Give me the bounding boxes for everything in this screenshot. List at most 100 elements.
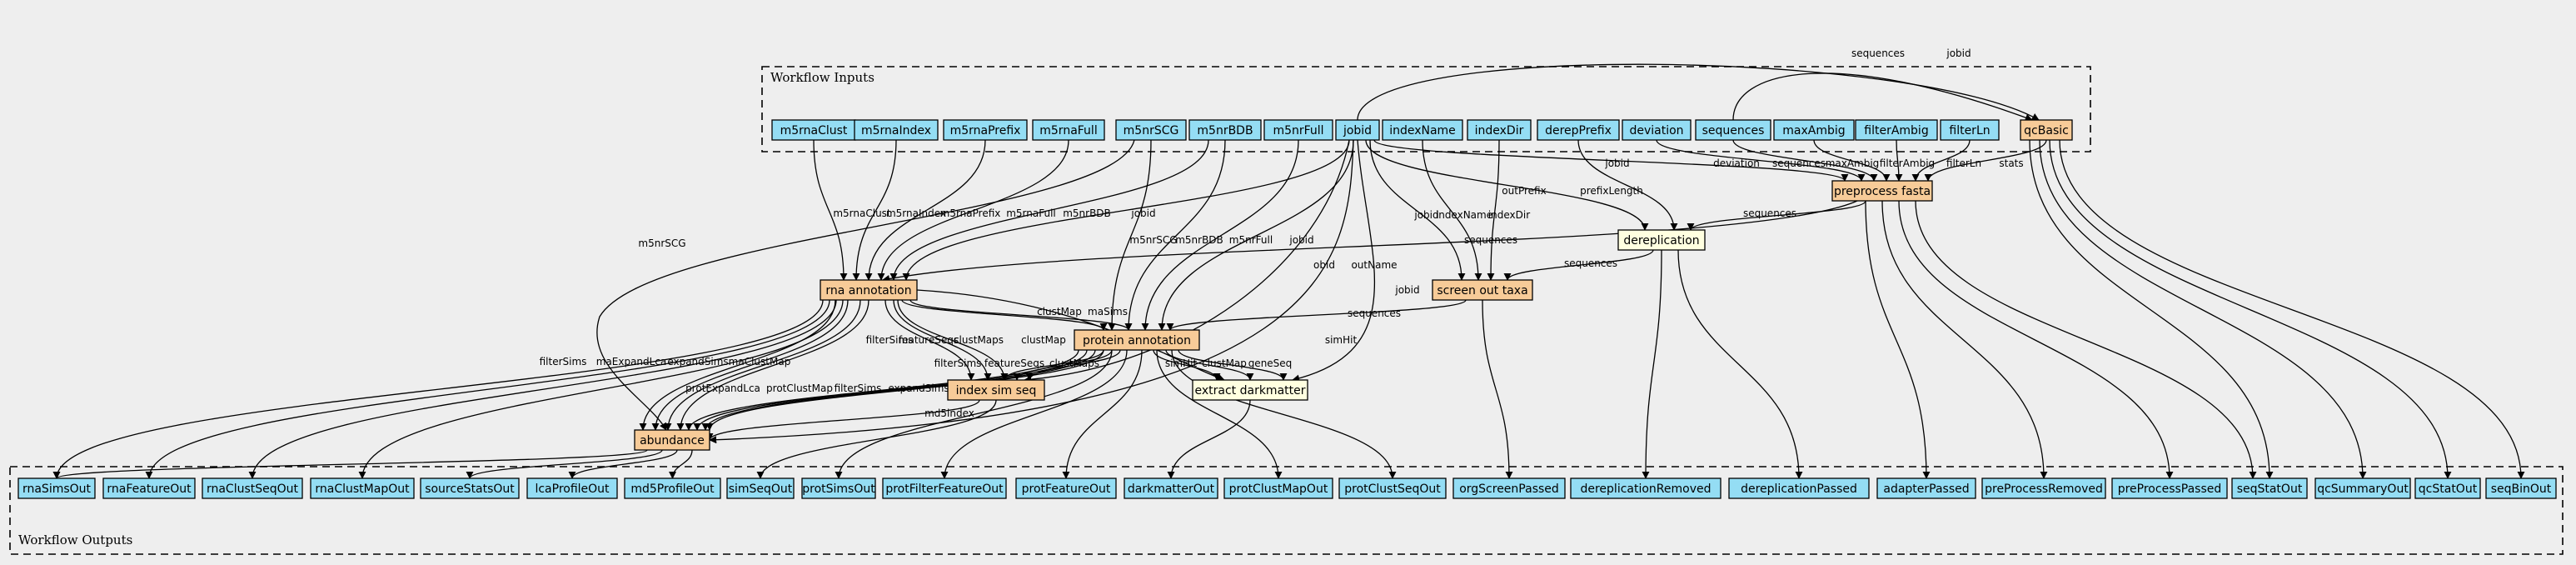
edge-label-rna-sequences: sequences (1464, 234, 1517, 246)
edge-label-prot-m5nrscg: m5nrSCG (1129, 234, 1177, 246)
node-label: m5rnaClust (780, 124, 848, 138)
edge-label-prot-m5nrbdb: m5nrBDB (1175, 234, 1223, 246)
node-box (1622, 119, 1692, 141)
edge-label-rna-featureseqs: featureSeqs (899, 334, 959, 346)
node-box (624, 478, 721, 499)
edge-st_screen-st_protein (1166, 299, 1467, 331)
node-box (1467, 119, 1532, 141)
node-box (1124, 478, 1218, 499)
node-label: deviation (1629, 124, 1683, 138)
edge-st_protein-out_protSimsOut (835, 349, 1113, 479)
edge-in_jobid-st_dereplication (1365, 139, 1649, 231)
node-in-filterln: filterLn (1940, 119, 2000, 141)
node-in-derepprefix: derepPrefix (1537, 119, 1620, 141)
edge-label-rna-m5rnaprefix: m5rnaPrefix (940, 208, 1001, 219)
node-box (1015, 478, 1117, 499)
edge-st_rna-st_indexsim (893, 299, 992, 381)
node-label: lcaProfileOut (535, 482, 610, 496)
edge-in_jobid-st_preprocess (1373, 139, 1849, 182)
node-out-seqstatout: seqStatOut (2231, 478, 2308, 499)
edge-label-ab-protexpandlca: protExpandLca (685, 382, 760, 394)
node-label: preProcessRemoved (1985, 482, 2103, 496)
node-box (1728, 478, 1870, 499)
node-box (420, 478, 520, 499)
edge-label-pre-deviation: deviation (1713, 158, 1760, 169)
edge-in_jobid-st_protein (1158, 139, 1354, 331)
edge-st_abundance-out_lcaProfileOut (568, 449, 678, 479)
edge-label-ab-protclustmap: protClustMap (766, 382, 833, 394)
node-label: darkmatterOut (1128, 482, 1215, 496)
node-out-adapterpassed: adapterPassed (1876, 478, 1976, 499)
node-label: qcStatOut (2419, 482, 2478, 496)
edge-label-prot-sequences: sequences (1348, 308, 1401, 319)
edge-label-rna-m5nrbdb: m5nrBDB (1063, 208, 1111, 219)
node-box (202, 478, 303, 499)
edges (52, 63, 2525, 479)
edge-st_qcBasic-out_qcSummaryOut (2039, 139, 2367, 479)
node-label: m5rnaIndex (861, 124, 931, 138)
edge-in_m5rnaFull-st_rna (877, 139, 1069, 281)
node-label: protClustSeqOut (1344, 482, 1441, 496)
node-in-jobid: jobid (1335, 119, 1380, 141)
node-box (1115, 119, 1187, 141)
node-in-m5nrbdb: m5nrBDB (1188, 119, 1262, 141)
node-in-filterambig: filterAmbig (1855, 119, 1938, 141)
node-box (1032, 119, 1105, 141)
node-box (1223, 478, 1333, 499)
node-label: jobid (1343, 124, 1372, 138)
node-in-deviation: deviation (1622, 119, 1692, 141)
node-box (1188, 119, 1262, 141)
edge-st_protein-st_darkmatter (1178, 349, 1288, 381)
node-label: indexName (1389, 124, 1456, 138)
node-label: extract darkmatter (1194, 384, 1305, 398)
node-box (1432, 279, 1533, 301)
node-label: rnaFeatureOut (107, 482, 192, 496)
node-in-m5rnaindex: m5rnaIndex (854, 119, 939, 141)
edge-st_rna-st_protein (909, 299, 1133, 331)
workflow-inputs-cluster: Workflow Inputs (761, 66, 2091, 152)
node-out-orgscreenpassed: orgScreenPassed (1452, 478, 1566, 499)
edge-st_protein-out_protClustSeqOut (1171, 349, 1397, 479)
node-out-darkmatterout: darkmatterOut (1124, 478, 1218, 499)
node-box (1617, 229, 1706, 251)
node-st-rna: rna annotation (820, 279, 918, 301)
edge-in_m5nrBDB-st_rna (889, 139, 1209, 281)
node-box (310, 478, 415, 499)
node-box (634, 429, 710, 451)
edge-label-rna-filtersims: filterSims (866, 334, 914, 346)
node-out-dereplicationpassed: dereplicationPassed (1728, 478, 1870, 499)
node-box (943, 119, 1028, 141)
node-label: preProcessPassed (2118, 482, 2222, 496)
edge-in_maxAmbig-st_preprocess (1813, 139, 1891, 182)
edge-jobid-abundance (709, 139, 1354, 444)
edge-label-rna-m5rnafull: m5rnaFull (1006, 208, 1056, 219)
node-out-lcaprofileout: lcaProfileOut (526, 478, 618, 499)
node-st-dereplication: dereplication (1617, 229, 1706, 251)
edge-st_abundance-out_md5ProfileOut (668, 449, 693, 479)
edge-in_filterLn-st_preprocess (1911, 139, 1971, 182)
edge-label-rna-jobid: jobid (1130, 208, 1155, 219)
edge-label-idx-clustmaps: clustMaps (1049, 358, 1099, 369)
edge-label-screen-sequences: sequences (1564, 258, 1617, 269)
node-box (1192, 379, 1308, 401)
edge-st_abundance-out_sourceStatsOut (466, 449, 663, 479)
node-in-m5rnaclust: m5rnaClust (771, 119, 856, 141)
workflow-outputs-label: Workflow Outputs (18, 532, 132, 548)
node-label: rnaSimsOut (22, 482, 92, 496)
node-label: preprocess fasta (1834, 185, 1931, 198)
node-label: index sim seq (956, 384, 1037, 398)
node-in-sequences: sequences (1695, 119, 1771, 141)
edge-st_protein-st_abundance (693, 349, 1088, 431)
node-box (726, 478, 795, 499)
edge-in_m5nrFull-st_protein (1141, 139, 1299, 331)
node-label: qcBasic (2024, 124, 2069, 138)
node-out-preprocessremoved: preProcessRemoved (1981, 478, 2106, 499)
node-box (2231, 478, 2308, 499)
edge-label-pre-filterln: filterLn (1946, 158, 1981, 169)
edge-st_rna-out_rnaFeatureOut (145, 299, 830, 479)
edge-label-idx-filtersims: filterSims (934, 358, 982, 369)
nodes: m5rnaClust m5rnaIndex m5rnaPrefix m5rnaFull… (17, 119, 2557, 499)
edge-st_dereplication-out_dereplicationPassed (1677, 249, 1803, 479)
node-box (2111, 478, 2228, 499)
edge-st_qcBasic-st_preprocess (1924, 139, 2047, 182)
